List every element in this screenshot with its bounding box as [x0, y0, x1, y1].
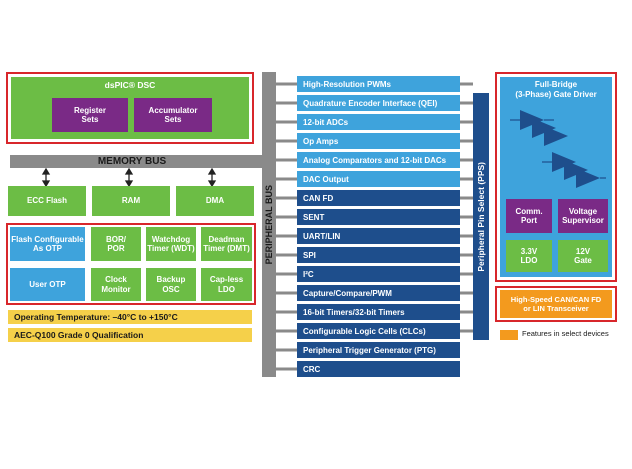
clock-monitor-label: Clock Monitor: [101, 275, 131, 294]
ldo-block: 3.3V LDO: [506, 240, 552, 272]
peripheral-item: SENT: [297, 209, 460, 225]
peripheral-item: Analog Comparators and 12-bit DACs: [297, 152, 460, 168]
dma-label: DMA: [205, 196, 225, 206]
peripheral-item: Quadrature Encoder Interface (QEI): [297, 95, 460, 111]
legend-label: Features in select devices: [522, 329, 609, 338]
gate-block: 12V Gate: [558, 240, 608, 272]
user-otp-label: User OTP: [29, 279, 66, 289]
comm-port-block: Comm. Port: [506, 199, 552, 233]
voltage-supervisor-block: Voltage Supervisor: [558, 199, 608, 233]
system-frame: [6, 223, 256, 305]
backup-osc-label: Backup OSC: [156, 275, 186, 294]
peripheral-item: UART/LIN: [297, 228, 460, 244]
bor-por-block: BOR/ POR: [91, 227, 141, 261]
transceiver-block: High-Speed CAN/CAN FD or LIN Transceiver: [500, 290, 612, 318]
peripheral-item: CRC: [297, 361, 460, 377]
legend-swatch: [500, 330, 518, 340]
dma-block: DMA: [176, 186, 254, 216]
capless-ldo-label: Cap-less LDO: [209, 275, 244, 294]
accumulator-sets-block: Accumulator Sets: [134, 98, 212, 132]
qualification-bar: AEC-Q100 Grade 0 Qualification: [8, 328, 252, 342]
backup-osc-block: Backup OSC: [146, 268, 196, 301]
accumulator-sets-label: Accumulator Sets: [148, 105, 198, 124]
capless-ldo-block: Cap-less LDO: [201, 268, 252, 301]
peripheral-bus-bar: PERIPHERAL BUS: [262, 72, 276, 377]
flash-otp-label: Flash Configurable As OTP: [11, 234, 84, 253]
comm-port-label: Comm. Port: [515, 206, 543, 225]
pps-bar: Peripheral Pin Select (PPS): [473, 93, 489, 340]
memory-bus-label: MEMORY BUS: [97, 156, 167, 167]
operating-temperature-bar: Operating Temperature: –40°C to +150°C: [8, 310, 252, 324]
ldo-label: 3.3V LDO: [520, 246, 538, 265]
voltage-supervisor-label: Voltage Supervisor: [562, 206, 604, 225]
core-frame: [6, 72, 254, 144]
peripheral-item: SPI: [297, 247, 460, 263]
peripheral-item: 12-bit ADCs: [297, 114, 460, 130]
wdt-label: Watchdog Timer (WDT): [147, 234, 195, 253]
wdt-block: Watchdog Timer (WDT): [146, 227, 196, 261]
peripheral-item: Capture/Compare/PWM: [297, 285, 460, 301]
register-sets-block: Register Sets: [52, 98, 128, 132]
bor-por-label: BOR/ POR: [106, 234, 126, 253]
dspic-core-title: dsPIC® DSC: [104, 80, 156, 90]
user-otp-block: User OTP: [10, 268, 85, 301]
ecc-flash-label: ECC Flash: [26, 196, 67, 206]
ram-block: RAM: [92, 186, 170, 216]
peripheral-item: Peripheral Trigger Generator (PTG): [297, 342, 460, 358]
clock-monitor-block: Clock Monitor: [91, 268, 141, 301]
peripheral-item: CAN FD: [297, 190, 460, 206]
peripheral-item: I²C: [297, 266, 460, 282]
peripheral-item: High-Resolution PWMs: [297, 76, 460, 92]
transceiver-frame: [495, 286, 617, 322]
pps-label: Peripheral Pin Select (PPS): [476, 161, 486, 272]
register-sets-label: Register Sets: [73, 105, 106, 124]
gate-driver-frame: [495, 72, 617, 282]
memory-bus-bar: [10, 155, 272, 168]
peripheral-item: Configurable Logic Cells (CLCs): [297, 323, 460, 339]
transceiver-label: High-Speed CAN/CAN FD or LIN Transceiver: [510, 295, 602, 313]
peripheral-item: 16-bit Timers/32-bit Timers: [297, 304, 460, 320]
peripheral-item: DAC Output: [297, 171, 460, 187]
gate-driver-amplifier-icon: [510, 110, 606, 188]
flash-otp-block: Flash Configurable As OTP: [10, 227, 85, 261]
gate-label: 12V Gate: [574, 246, 592, 265]
peripheral-item: Op Amps: [297, 133, 460, 149]
dmt-label: Deadman Timer (DMT): [203, 234, 250, 253]
ecc-flash-block: ECC Flash: [8, 186, 86, 216]
dmt-block: Deadman Timer (DMT): [201, 227, 252, 261]
ram-label: RAM: [121, 196, 141, 206]
gate-driver-title: Full-Bridge (3-Phase) Gate Driver: [515, 80, 597, 99]
